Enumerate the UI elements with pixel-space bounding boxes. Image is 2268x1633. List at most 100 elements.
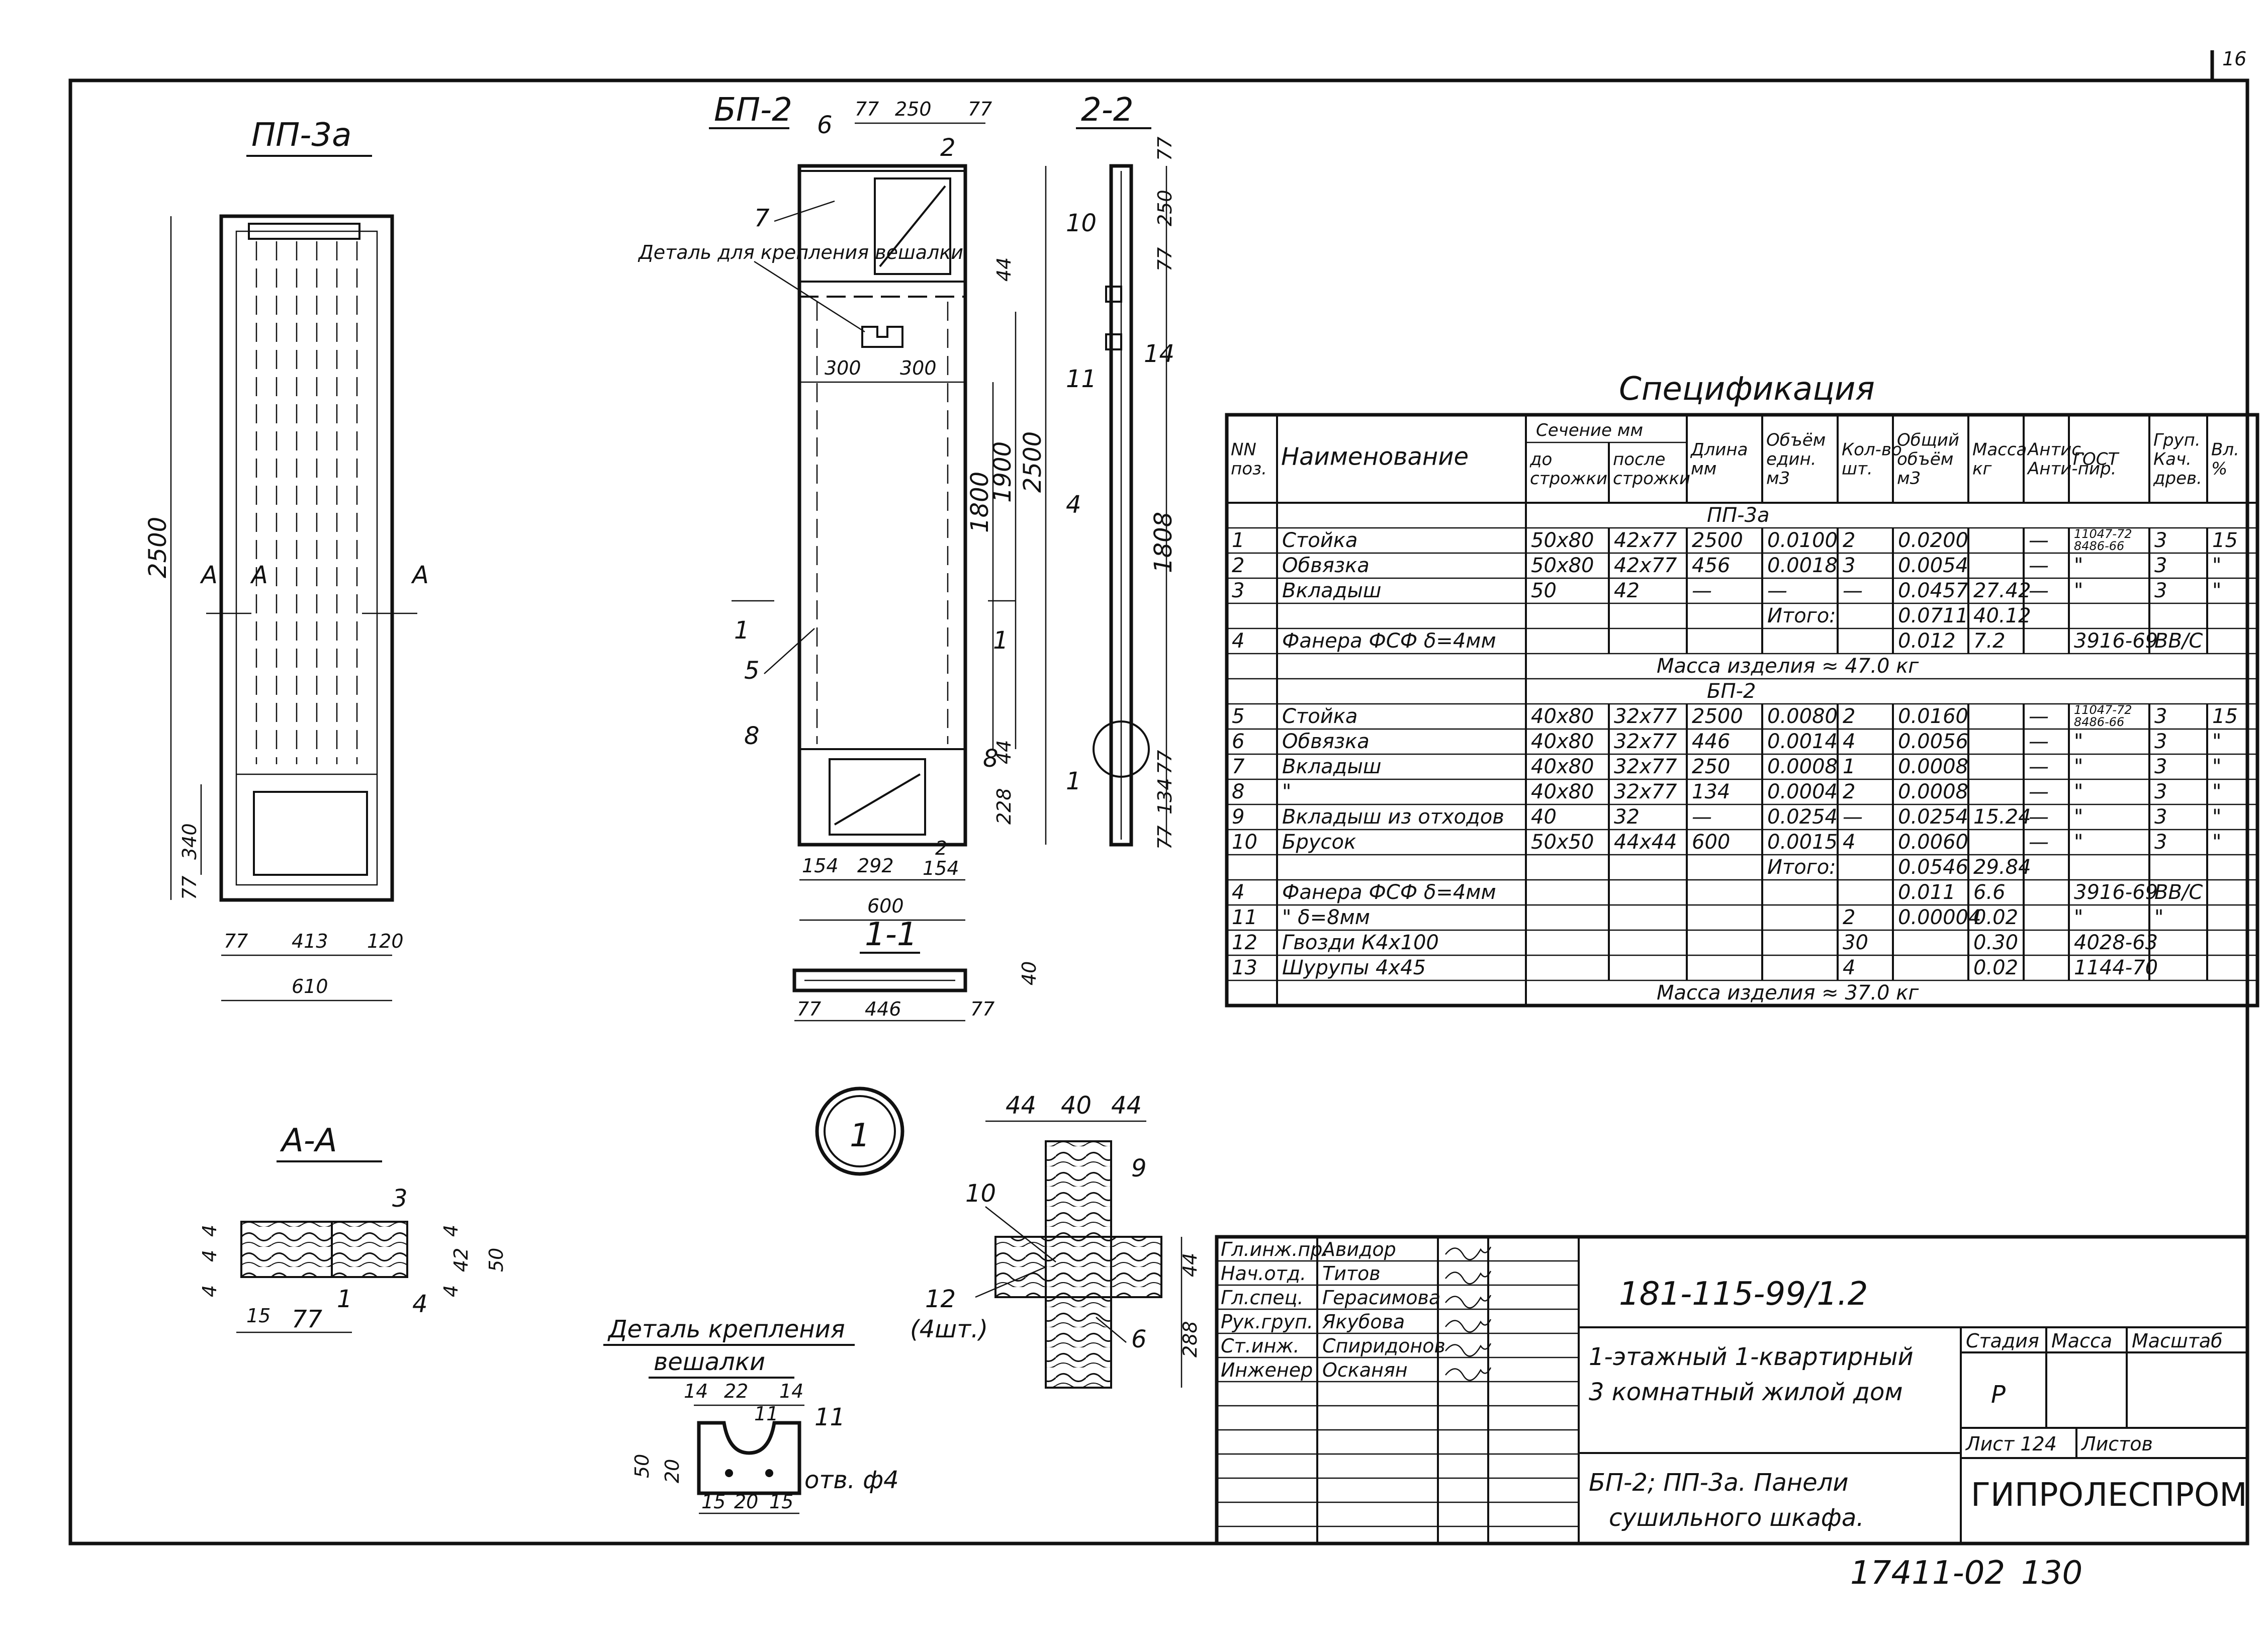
node1-callout-6: 6 [1131,1325,1147,1353]
spec-cell-gost: " [2074,554,2083,577]
s22-d77d: 77 [1154,826,1176,850]
spec-cell-grade: 3 [2154,780,2167,803]
spec-cell-gost: " [2074,805,2083,829]
spec-cell-qty: 4 [1843,730,1855,753]
hanger-d15a: 15 [701,1491,725,1513]
spec-cell-before: 50x50 [1531,831,1594,854]
saa-d42: 42 [450,1248,472,1272]
footer-page: 130 [2021,1555,2082,1592]
spec-cell-anti: — [2029,730,2049,753]
bp2-top-insert-diagonal [879,185,946,267]
hanger-profile [697,1421,801,1495]
spec-cell-mass: 15.24 [1973,805,2031,829]
spec-cell-qty: 4 [1843,956,1855,979]
saa-d4e: 4 [440,1285,462,1297]
saa-d15: 15 [246,1305,270,1327]
spec-cell-before: 50x80 [1531,554,1594,577]
spec-cell-n: 10 [1232,831,1257,854]
hanger-callout-11: 11 [814,1403,845,1431]
bp2-callout-2: 2 [940,134,956,162]
spec-cell-mass: 0.02 [1973,956,2018,979]
hanger-hole-note: отв. ф4 [804,1466,899,1494]
bp2-section-mark-left: 1 [734,616,750,645]
tb-signature [1445,1367,1492,1381]
spec-cell-before: 50 [1531,579,1557,602]
bp2-callout-5: 5 [744,657,760,685]
s22-node-circle [1093,720,1150,778]
spec-cell-tvol: 0.0200 [1898,529,1968,552]
spec-cell-moist: " [2212,554,2221,577]
spec-cell-uvol: — [1767,579,1787,602]
s11-d40: 40 [1018,961,1040,985]
spec-cell-tvol: 0.0160 [1898,705,1968,728]
spec-cell-gost: 3916-69 [2074,881,2158,904]
s11-d446: 446 [865,998,901,1020]
tb-desc-2: сушильного шкафа. [1609,1504,1864,1532]
spec-cell-after: 42x77 [1614,529,1677,552]
spec-cell-after: 32x77 [1614,755,1677,778]
spec-cell-tvol: 0.0254 [1898,805,1968,829]
node1-d44a: 44 [1006,1092,1036,1120]
node1-d40: 40 [1061,1092,1092,1120]
spec-group-label: БП-2 [1707,680,1756,703]
s22-title: 2-2 [1081,92,1134,129]
pp3a-dim-340: 340 [178,823,201,860]
bp2-dim-44a: 44 [993,257,1015,282]
spec-cell-n: 13 [1232,956,1257,979]
spec-cell-len: 446 [1692,730,1730,753]
tb-person-role: Нач.отд. [1221,1262,1306,1285]
spec-cell-uvol: 0.0008 [1767,755,1838,778]
bp2-leader-5 [764,628,815,674]
spec-cell-n: 8 [1232,780,1244,803]
pp3a-title: ПП-3а [251,117,351,154]
spec-cell-moist: " [2212,730,2221,753]
spec-cell-before: 40 [1531,805,1557,829]
spec-cell-mass: 6.6 [1973,881,2006,904]
spec-cell-len: 250 [1692,755,1730,778]
tb-people: Гл.инж.пр.АвидорНач.отд.ТитовГл.спец.Гер… [1217,1238,1579,1527]
s22-callout-4: 4 [1066,491,1081,519]
node1-leader-10 [985,1206,1056,1262]
title-block: Гл.инж.пр.АвидорНач.отд.ТитовГл.спец.Гер… [1215,1235,2249,1546]
spec-cell-after: 32x77 [1614,705,1677,728]
spec-cell-name: Фанера ФСФ δ=4мм [1282,629,1496,653]
spec-h-section: Сечение мм [1536,420,1643,440]
spec-cell-anti: — [2029,554,2049,577]
spec-cell-after: 42 [1614,579,1640,602]
spec-group-label: ПП-3а [1707,504,1770,527]
tb-stage-h: Стадия [1966,1330,2039,1352]
saa-profile [240,1221,408,1278]
tb-person-role: Гл.инж.пр. [1221,1238,1328,1260]
spec-cell-name: Стойка [1282,705,1357,728]
tb-sheet: Лист 124 [1965,1433,2057,1455]
spec-cell-before: 50x80 [1531,529,1594,552]
spec-cell-name: Обвязка [1282,730,1370,753]
spec-cell-anti: — [2029,529,2049,552]
spec-cell-before: 40x80 [1531,730,1594,753]
node1-callout-10: 10 [965,1180,996,1208]
spec-cell-mass: 29.84 [1973,856,2031,879]
spec-h-grade: Груп.Кач.древ. [2153,430,2202,489]
tb-signature [1445,1295,1492,1309]
spec-cell-anti: — [2029,780,2049,803]
spec-cell-len: 134 [1692,780,1730,803]
spec-cell-tvol: 0.0056 [1898,730,1968,753]
footer-inv: 17411-02 [1850,1555,2005,1592]
s22-block-top [1105,286,1122,303]
bp2-top-frame [798,170,966,283]
spec-cell-grade: ВВ/С [2154,629,2203,653]
spec-cell-name: " [1282,780,1291,803]
node1-callout-12: 12 [925,1285,956,1313]
tb-project-1: 1-этажный 1-квартирный [1589,1343,1914,1371]
bp2-callout-8b: 8 [983,745,999,773]
tb-outline [1215,1235,2249,1546]
tb-sheets: Листов [2080,1433,2153,1455]
hanger-d14b: 14 [779,1380,803,1402]
view-node-1: 1 44 40 44 10 9 12 (4шт.) 6 44 288 [815,1086,1201,1389]
spec-cell-grade: 3 [2154,755,2167,778]
node1-qty: (4шт.) [910,1315,988,1343]
